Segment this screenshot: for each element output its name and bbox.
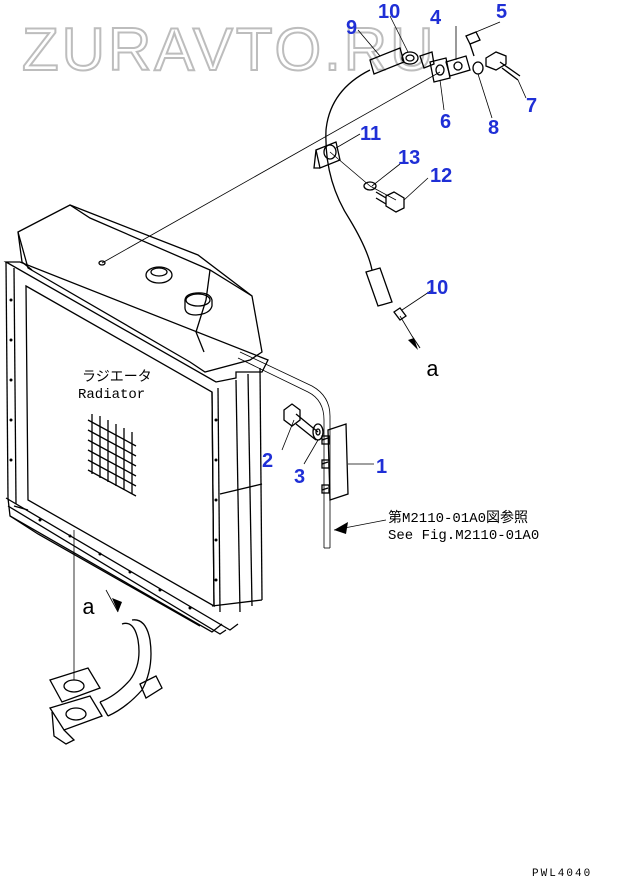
- ref-note-en: See Fig.M2110-01A0: [388, 528, 539, 544]
- callout-4: 4: [430, 7, 442, 29]
- arrow-a-bottom-label: a: [82, 596, 95, 621]
- callout-2: 2: [262, 450, 273, 472]
- callout-numbers: 1 2 3 4 5 6 7 8 9 10 10 11 12 13: [262, 1, 537, 488]
- callout-9: 9: [346, 17, 357, 39]
- radiator-label-jp: ラジエータ: [82, 369, 152, 386]
- callout-8: 8: [488, 117, 499, 139]
- radiator-illustration: [3, 204, 269, 635]
- callout-leaders: [281, 15, 527, 465]
- arrow-a-top-label: a: [426, 358, 439, 383]
- arrow-a-top: [408, 335, 421, 350]
- drawing-code: PWL4040: [532, 868, 592, 880]
- callout-3: 3: [294, 466, 305, 488]
- ref-arrow-head: [334, 522, 348, 534]
- assembly-lines: [73, 71, 441, 680]
- callout-10-bottom: 10: [426, 277, 448, 299]
- bolt-part-2: [283, 403, 319, 441]
- callout-7: 7: [526, 95, 537, 117]
- callout-6: 6: [440, 111, 451, 133]
- watermark-text: ZURAVTO.RU: [22, 16, 436, 83]
- callout-11: 11: [360, 123, 381, 145]
- radiator-label-en: Radiator: [78, 387, 145, 403]
- arrow-a-bottom: [112, 598, 122, 612]
- callout-13: 13: [398, 147, 420, 169]
- frame-holes: [9, 298, 218, 610]
- callout-10-top: 10: [378, 1, 400, 23]
- ref-note-jp: 第M2110-01A0図参照: [388, 509, 528, 527]
- callout-12: 12: [430, 165, 452, 187]
- callout-1: 1: [376, 456, 387, 478]
- lower-hose-illustration: [48, 619, 163, 745]
- callout-5: 5: [496, 1, 507, 23]
- bracket-part-1: [321, 423, 349, 501]
